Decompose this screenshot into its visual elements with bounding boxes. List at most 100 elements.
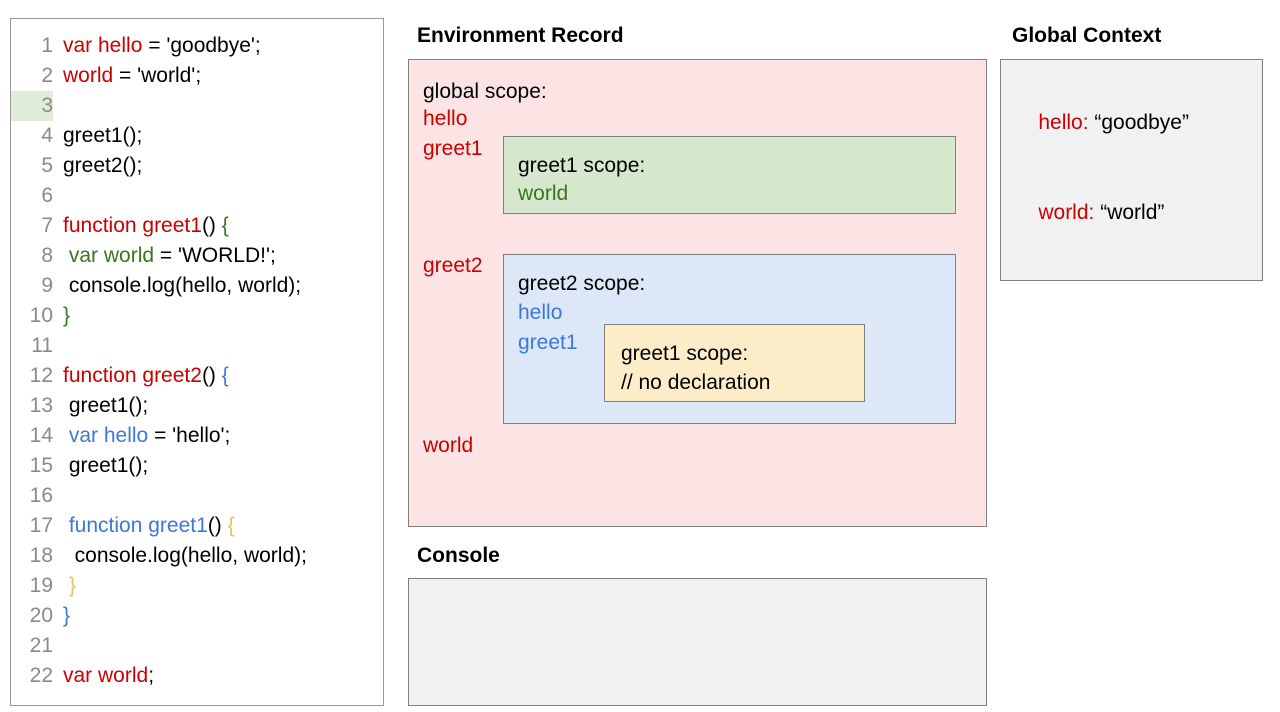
code-token: () (201, 364, 222, 387)
greet1-scope-box: greet1 scope: world (503, 136, 956, 214)
line-number: 16 (29, 484, 53, 507)
code-token: () (207, 514, 228, 537)
code-line[interactable]: 19 } (11, 571, 383, 601)
code-token: = 'world'; (113, 64, 202, 87)
code-line[interactable]: 6 (11, 181, 383, 211)
code-line[interactable]: 8 var world = 'WORLD!'; (11, 241, 383, 271)
greet2-binding-hello: hello (518, 301, 563, 324)
code-line[interactable]: 17 function greet1() { (11, 511, 383, 541)
code-token: greet1(); (63, 394, 149, 417)
code-line-text: } (53, 571, 76, 601)
code-token: { (221, 214, 229, 237)
line-number: 19 (29, 574, 53, 597)
code-token: function greet1 (63, 214, 202, 237)
code-line[interactable]: 21 (11, 631, 383, 661)
code-line-text: var world; (53, 661, 154, 691)
code-token: ; (148, 664, 155, 687)
code-line[interactable]: 20} (11, 601, 383, 631)
code-token: world (63, 64, 114, 87)
line-number: 1 (41, 34, 53, 57)
code-line[interactable]: 13 greet1(); (11, 391, 383, 421)
line-number: 12 (29, 364, 53, 387)
line-number: 22 (29, 664, 53, 687)
code-line[interactable]: 16 (11, 481, 383, 511)
code-line-text: greet1(); (53, 451, 148, 481)
code-line[interactable]: 18 console.log(hello, world); (11, 541, 383, 571)
line-number: 10 (29, 304, 53, 327)
code-token: } (63, 304, 71, 327)
code-line-text: greet1(); (53, 391, 148, 421)
global-context-value: “world” (1094, 201, 1165, 224)
code-token: var world (68, 244, 155, 267)
code-token: console.log(hello, world); (63, 544, 307, 567)
global-context-title: Global Context (1012, 24, 1162, 47)
greet1-binding-world: world (518, 182, 569, 205)
code-line-text: world = 'world'; (53, 61, 201, 91)
global-context-value: “goodbye” (1088, 111, 1189, 134)
global-binding-hello: hello (423, 107, 468, 130)
greet1-inner-scope-heading: greet1 scope: (621, 342, 749, 365)
code-token: } (63, 604, 71, 627)
line-number: 15 (29, 454, 53, 477)
global-context-row: world: “world” (1015, 168, 1248, 258)
line-number: 2 (41, 64, 53, 87)
code-token: = 'goodbye'; (142, 34, 261, 57)
line-number: 14 (29, 424, 53, 447)
console-output (409, 579, 986, 599)
code-token: greet1(); (63, 454, 149, 477)
code-line[interactable]: 4 greet1(); (11, 121, 383, 151)
greet2-scope-box: greet2 scope: hello greet1 greet1 scope:… (503, 254, 956, 424)
console-box[interactable] (408, 578, 987, 706)
code-token: } (68, 574, 76, 597)
line-number: 8 (41, 244, 53, 267)
code-token: = 'WORLD!'; (154, 244, 276, 267)
code-line[interactable]: 9 console.log(hello, world); (11, 271, 383, 301)
line-number: 21 (29, 634, 53, 657)
global-context-row: hello: “goodbye” (1015, 78, 1248, 168)
line-number: 17 (29, 514, 53, 537)
greet1-inner-scope-box: greet1 scope: // no declaration (604, 324, 865, 402)
code-token: var hello (68, 424, 149, 447)
line-number: 5 (41, 154, 53, 177)
global-binding-greet2: greet2 (423, 254, 483, 277)
code-token: { (221, 364, 229, 387)
greet1-inner-scope-note: // no declaration (621, 371, 771, 394)
code-line[interactable]: 3 (11, 91, 383, 121)
code-line[interactable]: 11 (11, 331, 383, 361)
environment-record-title: Environment Record (417, 24, 624, 47)
code-line[interactable]: 7 function greet1() { (11, 211, 383, 241)
code-line[interactable]: 15 greet1(); (11, 451, 383, 481)
line-number: 4 (41, 124, 53, 147)
code-line[interactable]: 10} (11, 301, 383, 331)
global-binding-greet1: greet1 (423, 137, 483, 160)
code-line-text: function greet1() { (53, 511, 235, 541)
line-number: 3 (11, 91, 53, 121)
code-token: var world (63, 664, 149, 687)
code-token: var hello (63, 34, 143, 57)
line-number: 7 (41, 214, 53, 237)
code-line-text: var hello = 'goodbye'; (53, 31, 261, 61)
global-binding-world: world (423, 434, 474, 457)
code-line[interactable]: 14 var hello = 'hello'; (11, 421, 383, 451)
global-context-key: world: (1038, 201, 1095, 224)
code-line-text: console.log(hello, world); (53, 271, 301, 301)
environment-record-box: global scope: hello greet1 greet2 world … (408, 59, 987, 527)
code-line-text: greet1(); (53, 121, 142, 151)
line-number: 6 (41, 184, 53, 207)
code-token: () (201, 214, 222, 237)
code-token: function greet1 (68, 514, 208, 537)
code-token: greet1(); (63, 124, 143, 147)
greet2-binding-greet1: greet1 (518, 331, 578, 354)
line-number: 20 (29, 604, 53, 627)
line-number: 11 (31, 334, 53, 357)
code-token: = 'hello'; (148, 424, 231, 447)
code-line-text: } (53, 601, 70, 631)
greet2-scope-heading: greet2 scope: (518, 272, 646, 295)
console-title: Console (417, 544, 500, 567)
